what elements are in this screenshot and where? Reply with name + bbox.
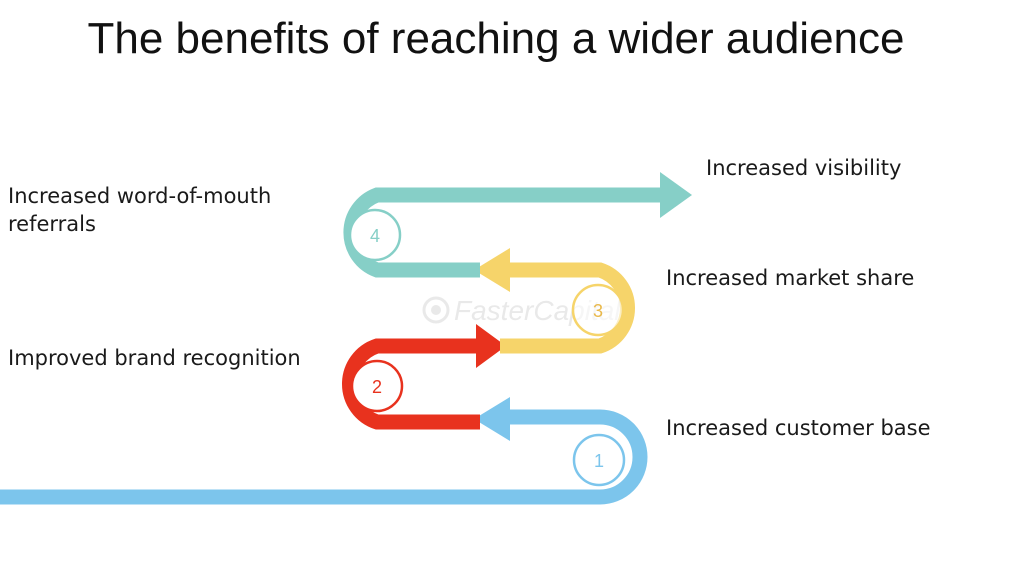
step-2-label: Improved brand recognition	[8, 346, 301, 370]
step-2-number: 2	[372, 377, 382, 397]
step-2-arrowhead	[476, 324, 506, 368]
step-4-number: 4	[370, 226, 380, 246]
step-2-band	[342, 324, 506, 430]
step-4-label: Increased word-of-mouth referrals	[8, 184, 272, 236]
step-1-number: 1	[594, 451, 604, 471]
step-3-label: Increased market share	[666, 266, 915, 290]
step-1-label: Increased customer base	[666, 416, 931, 440]
step-3-arrowhead	[474, 248, 510, 292]
page-title: The benefits of reaching a wider audienc…	[87, 14, 905, 63]
step-1-band	[0, 397, 648, 505]
step-3-badge: 3	[571, 283, 625, 337]
step-1-arrowhead	[474, 397, 510, 441]
step-2-badge: 2	[350, 359, 404, 413]
final-label: Increased visibility	[706, 156, 902, 180]
step-4-badge: 4	[348, 208, 402, 262]
step-4-arrowhead	[660, 172, 692, 218]
step-3-band	[474, 248, 635, 354]
step-1-badge: 1	[572, 433, 626, 487]
step-3-number: 3	[593, 301, 603, 321]
step-4-band	[343, 172, 692, 278]
